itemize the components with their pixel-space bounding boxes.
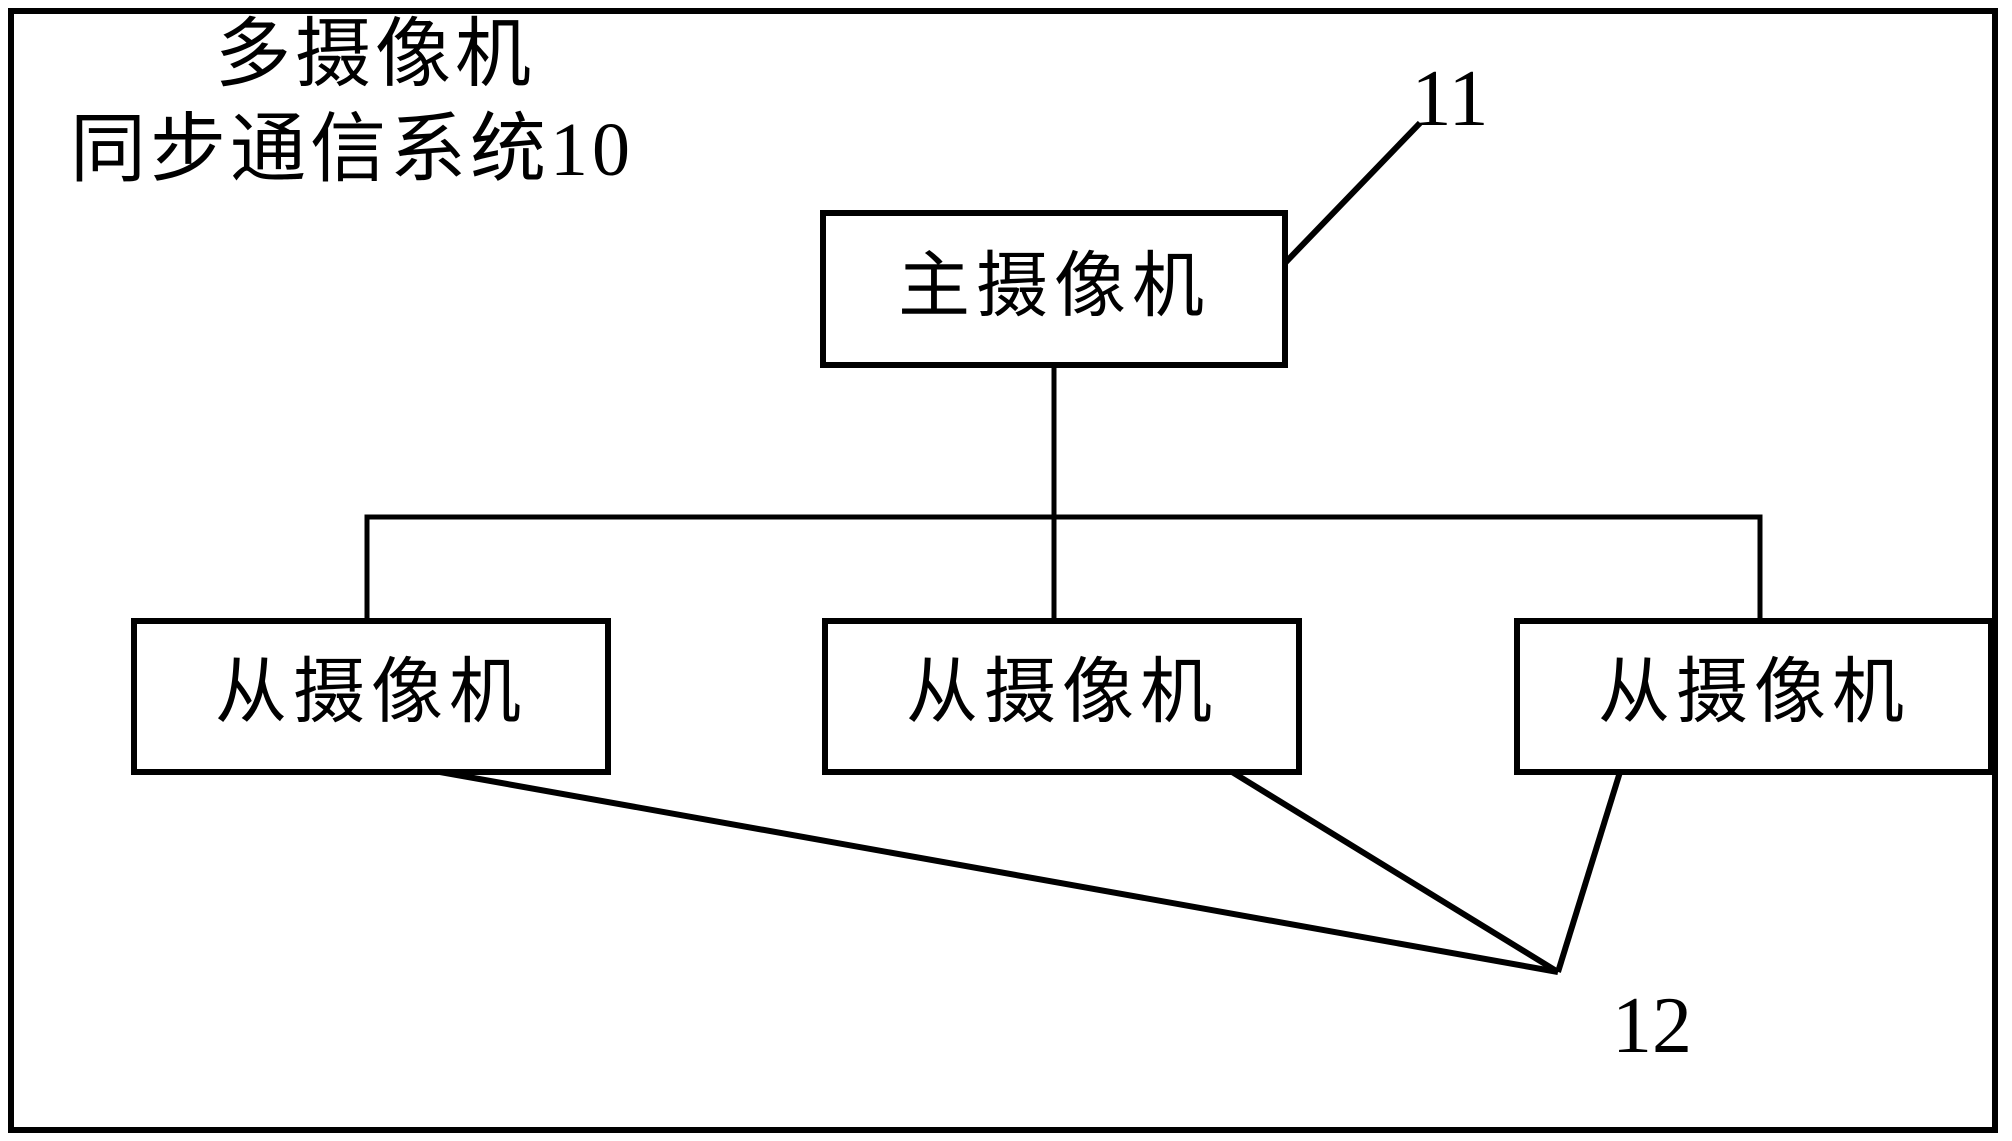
node-slave-camera-2-label: 从摄像机 (906, 653, 1218, 733)
node-slave-camera-3[interactable] (1514, 618, 1994, 775)
reference-number-11: 11 (1411, 55, 1488, 143)
node-slave-camera-1-label: 从摄像机 (215, 653, 527, 733)
node-slave-camera-3-label: 从摄像机 (1598, 653, 1910, 733)
reference-number-12: 12 (1612, 982, 1692, 1070)
node-slave-camera-1[interactable] (131, 618, 611, 775)
figure-title-line-2: 同步通信系统10 (70, 108, 634, 192)
leader-line-11 (1282, 120, 1423, 266)
figure-title-line-1: 多摄像机 (215, 13, 535, 97)
figure-border (8, 8, 1998, 1133)
node-master-camera-label: 主摄像机 (898, 247, 1210, 327)
leader-line-12-from-slave-3 (1555, 771, 1623, 973)
node-slave-camera-2[interactable] (822, 618, 1302, 775)
leader-line-12-from-slave-2 (1230, 769, 1560, 975)
leader-line-12-from-slave-1 (439, 769, 1559, 975)
